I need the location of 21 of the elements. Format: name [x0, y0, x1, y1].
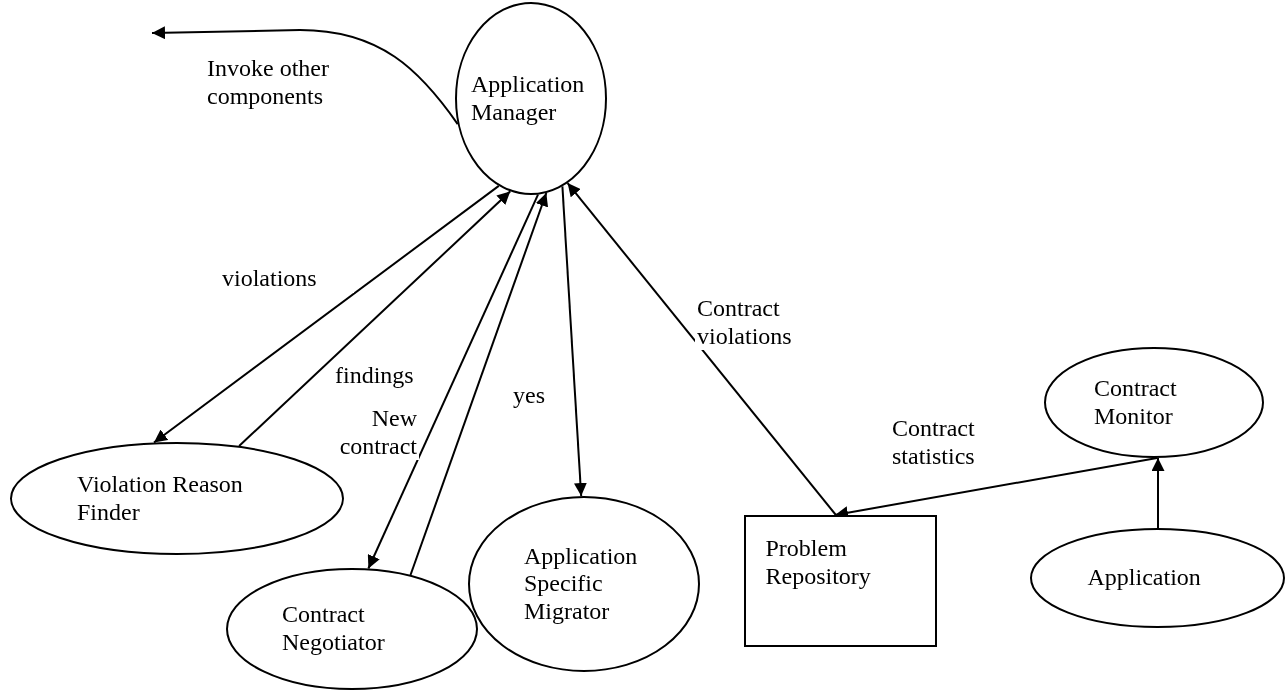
component-name: Application Specific Migrator: [524, 542, 639, 626]
component-name: Violation Reason Finder: [77, 470, 244, 527]
component-name: Contract Negotiator: [282, 601, 386, 657]
component-name: Contract Monitor: [1094, 374, 1178, 431]
component-ellipse: [1044, 347, 1264, 458]
component-name: Application: [1087, 564, 1202, 592]
component-name: Problem Repository: [765, 535, 872, 591]
arrow: [367, 193, 539, 570]
repository-box: [744, 515, 937, 647]
component-ellipse: [455, 2, 607, 195]
arrow: [151, 26, 459, 126]
component-ellipse: [1030, 528, 1285, 628]
component-name: Application Manager: [471, 70, 586, 127]
arrow: [566, 182, 837, 516]
component-ellipse: [468, 496, 700, 672]
component-ellipse: [226, 568, 478, 690]
arrow: [1151, 457, 1165, 529]
arrow: [561, 185, 587, 497]
arrow: [153, 184, 500, 444]
arrow: [238, 190, 512, 448]
arrow: [409, 192, 549, 576]
